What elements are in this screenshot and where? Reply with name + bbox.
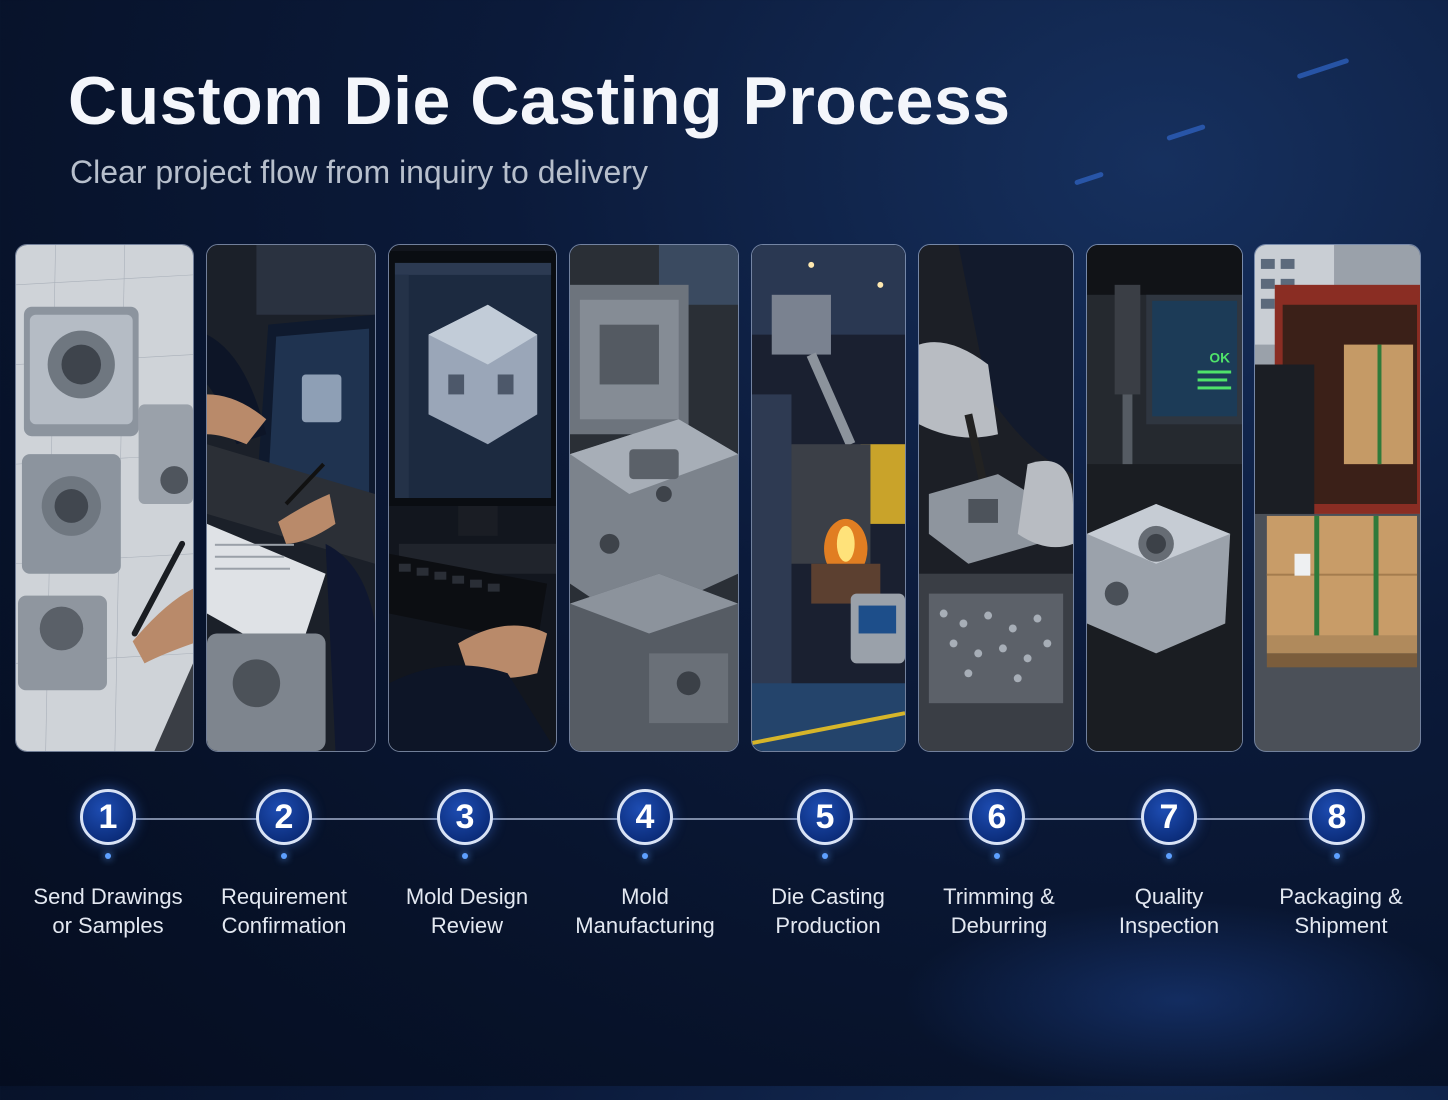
step-7-label: Quality Inspection	[1118, 884, 1220, 938]
monitor-ok-text: OK	[1209, 349, 1230, 365]
step-1-number-badge: 1	[80, 789, 136, 845]
step-7-number-badge: 7	[1141, 789, 1197, 845]
step-6-label: Trimming & Deburring	[943, 884, 1055, 938]
step-4-number-badge: 4	[617, 789, 673, 845]
page-subtitle: Clear project flow from inquiry to deliv…	[70, 154, 648, 190]
step-3-connector-dot	[462, 853, 468, 859]
step-6-photo	[918, 244, 1074, 752]
step-4-label: Mold Manufacturing	[575, 884, 715, 938]
step-2-number-badge: 2	[256, 789, 312, 845]
background-light-streak	[1166, 123, 1206, 142]
step-2-connector-dot	[281, 853, 287, 859]
page-title: Custom Die Casting Process	[68, 63, 1011, 139]
step-8-connector-dot	[1334, 853, 1340, 859]
step-6-number-badge: 6	[969, 789, 1025, 845]
step-1-connector-dot	[105, 853, 111, 859]
step-5-label: Die Casting Production	[771, 884, 885, 938]
step-5-connector-dot	[822, 853, 828, 859]
step-2-photo	[206, 244, 376, 752]
step-2-label: Requirement Confirmation	[221, 884, 347, 938]
step-3-label: Mold Design Review	[405, 884, 529, 938]
background-light-streak	[1296, 57, 1350, 80]
background-light-streak	[1073, 171, 1105, 186]
step-7-photo: OK	[1086, 244, 1243, 752]
step-8-number-badge: 8	[1309, 789, 1365, 845]
step-1-photo	[15, 244, 194, 752]
step-4-connector-dot	[642, 853, 648, 859]
step-1-label: Send Drawings or Samples	[33, 884, 183, 938]
step-7-connector-dot	[1166, 853, 1172, 859]
step-4-photo	[569, 244, 739, 752]
step-3-number-badge: 3	[437, 789, 493, 845]
timeline-line	[108, 818, 1338, 820]
step-6-connector-dot	[994, 853, 1000, 859]
step-3-photo	[388, 244, 557, 752]
background-glow	[900, 900, 1448, 1100]
step-8-photo	[1254, 244, 1421, 752]
step-8-label: Packaging & Shipment	[1279, 884, 1403, 938]
step-5-number-badge: 5	[797, 789, 853, 845]
step-5-photo	[751, 244, 906, 752]
